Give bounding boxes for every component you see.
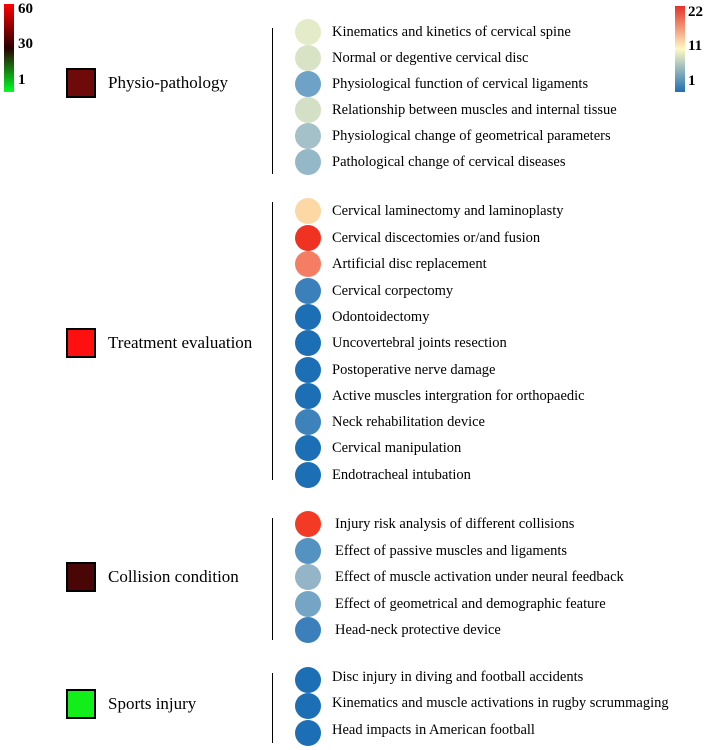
topic-label: Effect of muscle activation under neural… (335, 569, 624, 585)
category-label-physio-pathology: Physio-pathology (108, 73, 228, 92)
topic-label: Cervical manipulation (332, 440, 462, 456)
topic-dot (295, 149, 321, 175)
category-label-treatment-evaluation: Treatment evaluation (108, 333, 253, 352)
topic-dot (295, 225, 321, 251)
topic-label: Disc injury in diving and football accid… (332, 669, 584, 685)
topic-label: Pathological change of cervical diseases (332, 154, 566, 170)
topic-dot (295, 693, 321, 719)
topic-label: Postoperative nerve damage (332, 362, 496, 378)
topic-label: Effect of geometrical and demographic fe… (335, 596, 606, 612)
topic-scale-tick-min: 1 (688, 73, 696, 89)
category-scale-tick-min: 1 (18, 72, 26, 88)
topic-dot (295, 71, 321, 97)
topic-dot (295, 357, 321, 383)
bracket-physio-pathology (272, 28, 273, 174)
topic-label: Uncovertebral joints resection (332, 335, 507, 351)
topic-dot (295, 720, 321, 746)
topic-dot (295, 591, 321, 617)
topic-dot (295, 45, 321, 71)
bracket-collision-condition (272, 518, 273, 640)
bracket-treatment-evaluation (272, 202, 273, 480)
topic-dot (295, 278, 321, 304)
topic-dot (295, 97, 321, 123)
topic-label: Cervical corpectomy (332, 283, 454, 299)
topic-scale-tick-mid: 11 (688, 38, 703, 54)
topic-dot (295, 409, 321, 435)
topic-label: Head-neck protective device (335, 622, 501, 638)
topic-label: Cervical discectomies or/and fusion (332, 230, 541, 246)
topic-label: Kinematics and muscle activations in rug… (332, 695, 669, 711)
topic-label: Injury risk analysis of different collis… (335, 516, 575, 532)
topic-dot (295, 330, 321, 356)
topic-dot (295, 538, 321, 564)
topic-dot (295, 383, 321, 409)
topic-label: Kinematics and kinetics of cervical spin… (332, 24, 571, 40)
bracket-sports-injury (272, 673, 273, 743)
topic-dot (295, 123, 321, 149)
topic-label: Relationship between muscles and interna… (332, 102, 617, 118)
topic-color-scale-bar (675, 6, 685, 92)
topic-dot (295, 198, 321, 224)
topic-label: Active muscles intergration for orthopae… (332, 388, 585, 404)
category-scale-tick-mid: 30 (18, 36, 33, 52)
topic-label: Head impacts in American football (332, 722, 535, 738)
topic-label: Endotracheal intubation (332, 467, 471, 483)
topic-label: Normal or degentive cervical disc (332, 50, 529, 66)
topic-dot (295, 304, 321, 330)
topic-label: Effect of passive muscles and ligaments (335, 543, 568, 559)
topic-dot (295, 511, 321, 537)
topic-dot (295, 251, 321, 277)
topic-label: Neck rehabilitation device (332, 414, 485, 430)
topic-dot (295, 667, 321, 693)
topic-label: Physiological change of geometrical para… (332, 128, 611, 144)
topic-dot (295, 435, 321, 461)
topic-scale-tick-max: 22 (688, 4, 703, 20)
category-box-collision-condition (66, 562, 96, 592)
category-color-scale-bar (4, 4, 14, 92)
topic-dot (295, 462, 321, 488)
topic-label: Physiological function of cervical ligam… (332, 76, 589, 92)
topic-dot (295, 617, 321, 643)
category-label-collision-condition: Collision condition (108, 567, 239, 586)
topic-label: Cervical laminectomy and laminoplasty (332, 203, 564, 219)
topic-dot (295, 564, 321, 590)
category-label-sports-injury: Sports injury (108, 694, 197, 713)
topic-label: Odontoidectomy (332, 309, 430, 325)
topic-label: Artificial disc replacement (332, 256, 487, 272)
category-box-treatment-evaluation (66, 328, 96, 358)
category-box-physio-pathology (66, 68, 96, 98)
category-scale-tick-max: 60 (18, 1, 33, 17)
category-box-sports-injury (66, 689, 96, 719)
topic-dot (295, 19, 321, 45)
